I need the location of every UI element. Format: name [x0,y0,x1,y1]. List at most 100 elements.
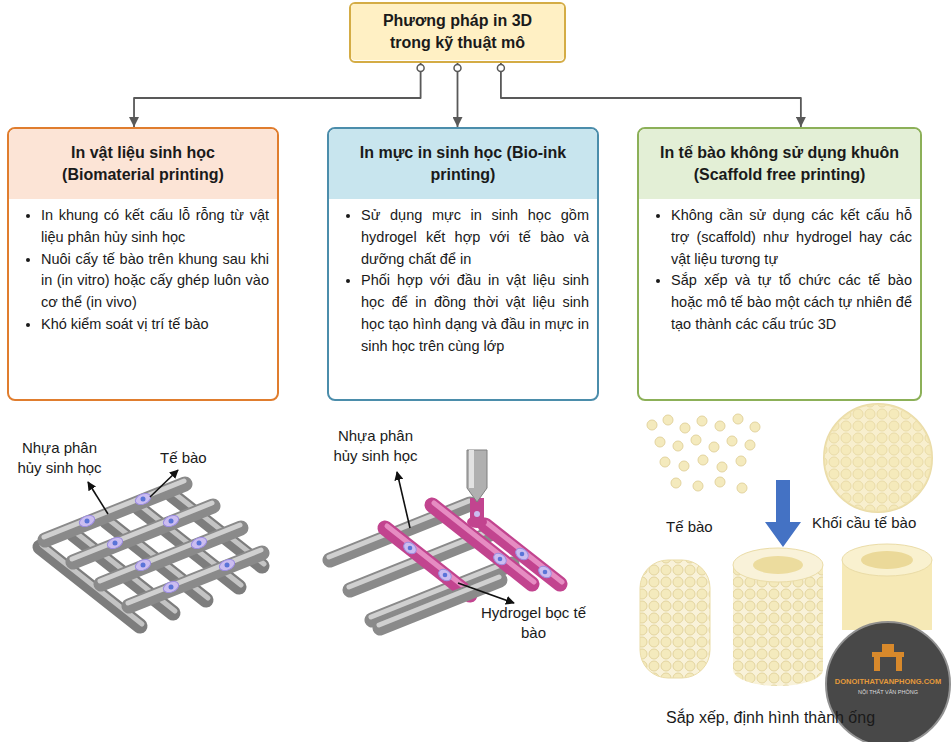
cell [474,511,480,517]
cell-nucleus [113,541,118,546]
box-heading: Phương pháp in 3D trong kỹ thuật mô [373,10,543,55]
cell-nucleus [169,519,174,524]
bullet-text: Phối hợp với đầu in vật liệu sinh học để… [361,272,589,353]
rod-highlight [128,550,261,603]
nozzle-highlight [469,450,474,488]
connector-arrow [134,63,421,127]
cell-tube-base [733,654,823,686]
cell [727,436,737,446]
formed-tube-rim [842,544,932,576]
spheroid-shade [824,404,932,512]
cell [536,564,553,580]
rod-highlight [379,577,499,625]
cell [513,546,530,562]
bullet-text: Khó kiểm soát vị trí tế bào [41,316,209,332]
cell [709,442,719,452]
cell [647,420,657,430]
cell [733,414,743,424]
leader-line [150,470,178,497]
connector-arrow [501,63,801,127]
bullet-text: Sử dụng mực in sinh học gồm hydrogel kết… [361,207,589,267]
cell [162,579,181,594]
box-heading: In tế bào không sử dụng khuôn (Scaffold … [645,142,914,187]
cell-nucleus [498,557,503,562]
tube-lumen [861,551,913,569]
leader-line [397,472,410,528]
box-header: Phương pháp in 3D trong kỹ thuật mô [351,4,564,60]
box-header: In tế bào không sử dụng khuôn (Scaffold … [639,129,920,199]
cell [491,551,508,567]
stage-label: Sắp xếp, định hình thành ống [666,708,926,729]
cell [717,462,727,472]
cell [134,557,153,572]
bullet-text: In khung có kết cấu lỗ rỗng từ vật liệu … [41,207,269,245]
watermark-text: DONOITHATVANPHONG.COM [830,677,946,687]
method-box: In vật liệu sinh học (Biomaterial printi… [7,127,279,401]
cell [697,416,707,426]
extruded-bioink [467,516,487,528]
stage-label: Tế bào [666,517,736,537]
cell [680,423,690,433]
cell [218,557,237,572]
bullet-item: Sắp xếp và tự tổ chức các tế bào hoặc mô… [671,270,912,335]
print-nozzle [467,450,487,502]
box-heading: In mực in sinh học (Bio-ink printing) [353,142,573,187]
cell [715,421,725,431]
tube-lumen [753,556,803,574]
watermark-text: NỘI THẤT VĂN PHÒNG [830,689,946,696]
cell-nucleus [85,519,90,524]
cell [436,567,453,583]
method-box: In mực in sinh học (Bio-ink printing) Sử … [327,127,599,401]
bullet-item: Khó kiểm soát vị trí tế bào [41,314,269,336]
leader-line [88,482,108,514]
scaffold-rod [129,553,262,606]
part-label: Nhựa phân hủy sinh học [12,438,107,477]
cell [737,483,747,493]
cell-nucleus [169,585,174,590]
cell-nucleus [197,541,202,546]
bullet-list: Sử dụng mực in sinh học gồm hydrogel kết… [329,205,589,357]
watermark-icon [872,652,904,657]
root-box: Phương pháp in 3D trong kỹ thuật mô [349,2,566,63]
cell [190,535,209,550]
watermark-icon [896,657,902,671]
cell [78,513,97,528]
watermark-icon [882,644,894,652]
cell-nucleus [520,552,525,557]
process-arrow [765,480,801,547]
bullet-text: Sắp xếp và tự tổ chức các tế bào hoặc mô… [671,272,912,332]
cell-nucleus [141,563,146,568]
bullet-text: Không cần sử dụng các kết cấu hỗ trợ (sc… [671,207,912,267]
cell [715,477,725,487]
cell [660,457,670,467]
cell [673,441,683,451]
part-label: Nhựa phân hủy sinh học [328,426,423,465]
cell [679,461,689,471]
bullet-list: In khung có kết cấu lỗ rỗng từ vật liệu … [9,205,269,336]
cell-nucleus [225,563,230,568]
cell-nucleus [141,497,146,502]
hydrogel-rod [385,528,470,595]
leader-line [458,583,514,603]
bullet-item: Sử dụng mực in sinh học gồm hydrogel kết… [361,205,589,270]
cell [745,440,755,450]
scaffold-rod [372,564,512,620]
watermark-icon [874,657,880,671]
bullet-item: In khung có kết cấu lỗ rỗng từ vật liệu … [41,205,269,249]
bullet-text: Nuôi cấy tế bào trên khung sau khi in (i… [41,251,269,311]
watermark-badge [826,622,950,742]
cell-nucleus [443,573,448,578]
cell-tube-rim [733,548,823,582]
cell [750,422,760,432]
cell [401,540,418,556]
cell-nucleus [408,546,413,551]
box-header: In vật liệu sinh học (Biomaterial printi… [9,129,277,199]
bullet-item: Nuôi cấy tế bào trên khung sau khi in (i… [41,249,269,314]
connector-arrow [457,63,459,127]
cell-nucleus [543,570,548,575]
cell [698,455,708,465]
cell [736,456,746,466]
cell [162,513,181,528]
